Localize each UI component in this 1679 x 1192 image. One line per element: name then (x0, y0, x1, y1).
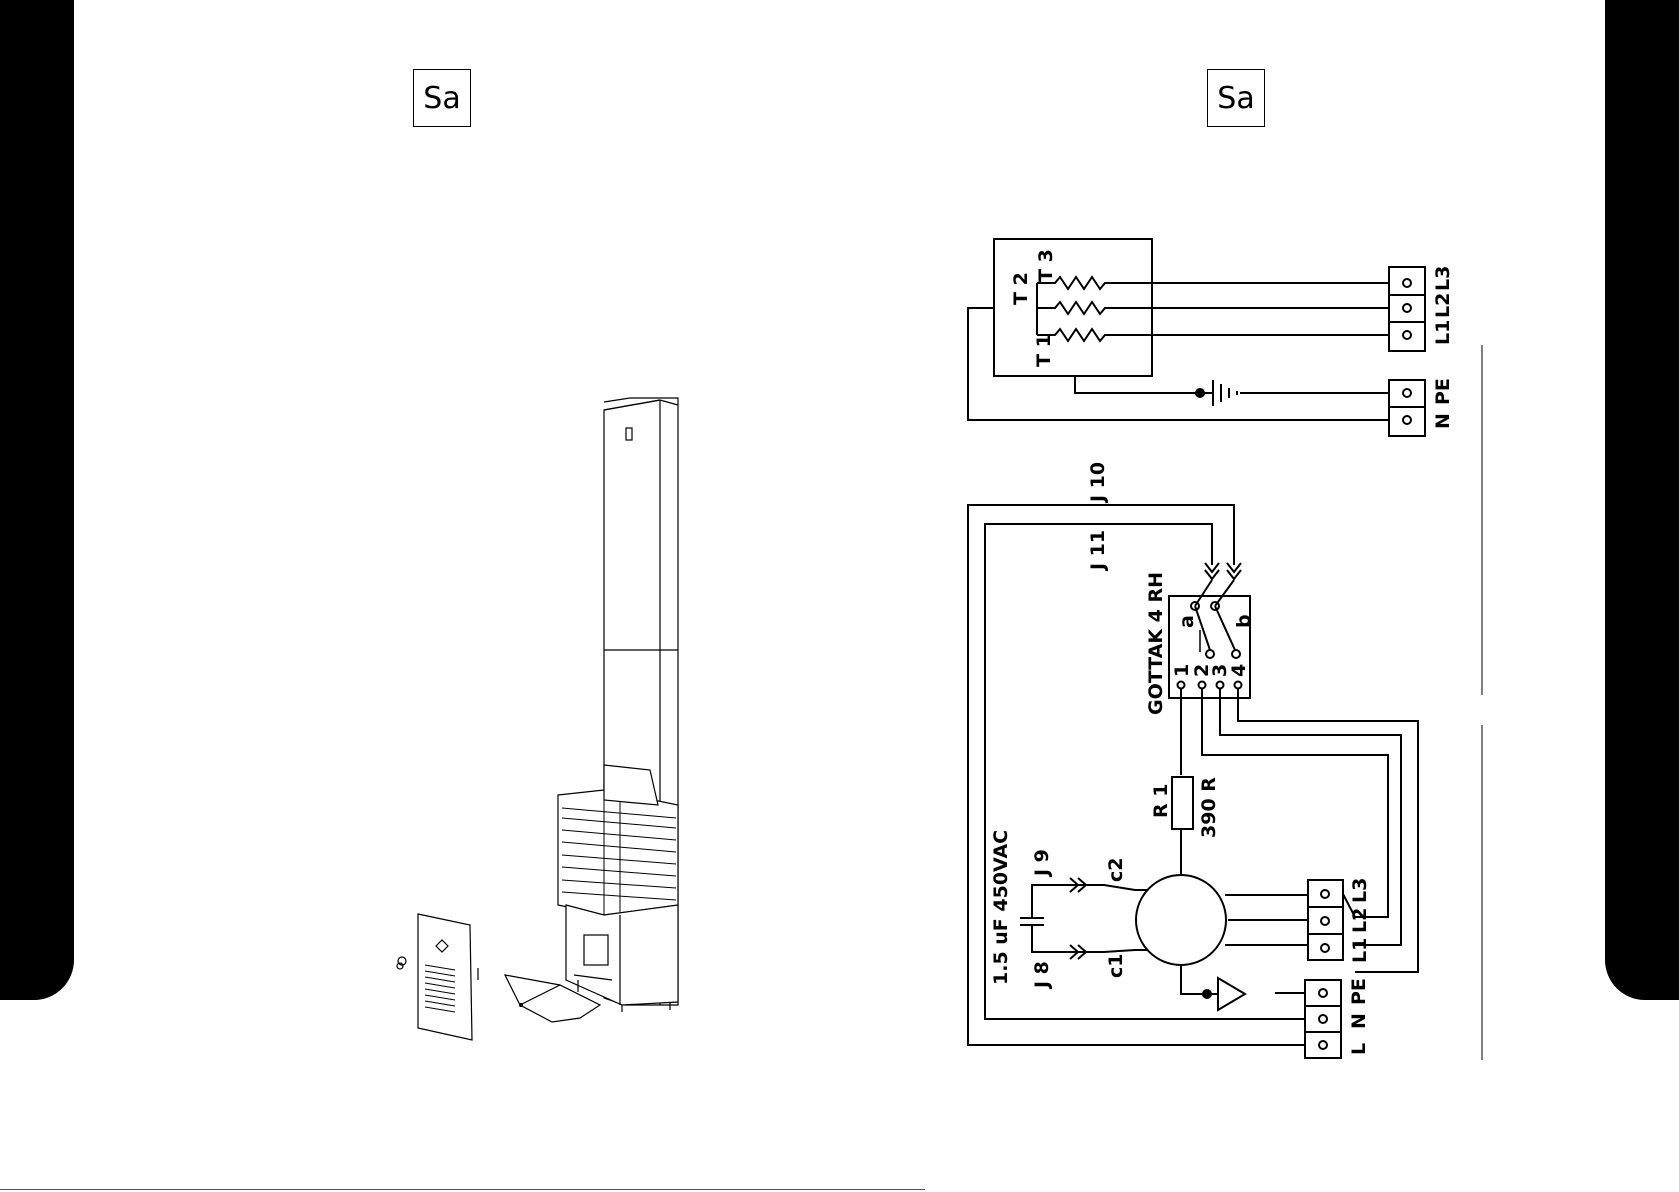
motor-terminal-c1: c1 (1105, 954, 1127, 978)
label-motor-l3: L3 (1349, 878, 1371, 903)
resistor-value: 390 R (1198, 777, 1220, 838)
label-mains-pe: PE (1348, 978, 1370, 1005)
label-mains-n: N (1348, 1013, 1370, 1029)
label-motor-l1: L1 (1349, 938, 1371, 963)
resistor-r1 (1172, 777, 1193, 829)
label-j10: J 10 (1087, 462, 1109, 504)
label-j11: J 11 (1087, 530, 1109, 572)
switch-name: GOTTAK 4 RH (1145, 572, 1167, 715)
motor-terminal-c2: c2 (1105, 858, 1127, 882)
switch-pin-1: 1 (1171, 664, 1193, 677)
heating-element-2 (1037, 302, 1115, 314)
motor-ground-symbol (1218, 978, 1245, 1010)
motor (1136, 875, 1226, 965)
label-supply-l2: L2 (1432, 293, 1454, 318)
switch-pin-4: 4 (1228, 664, 1250, 677)
page-bottom-rule (0, 1189, 925, 1190)
switch-contact-b: b (1233, 614, 1255, 628)
label-supply-pe: PE (1432, 378, 1454, 405)
label-j8: J 8 (1031, 961, 1053, 990)
terminal-block-mains (1305, 980, 1341, 1058)
label-supply-l3: L3 (1432, 266, 1454, 291)
switch-contact-a: a (1176, 615, 1198, 628)
terminal-block-motor (1308, 880, 1343, 960)
label-t1: T 1 (1033, 334, 1055, 367)
capacitor-value: 1.5 uF 450VAC (990, 830, 1012, 985)
resistor-ref: R 1 (1150, 784, 1172, 818)
label-t2: T 2 (1010, 272, 1032, 305)
label-mains-l: L (1348, 1043, 1370, 1055)
label-supply-n: N (1432, 413, 1454, 429)
label-motor-l2: L2 (1349, 908, 1371, 933)
label-supply-l1: L1 (1432, 320, 1454, 345)
label-j9: J 9 (1031, 849, 1053, 878)
label-t3: T 3 (1035, 249, 1057, 282)
